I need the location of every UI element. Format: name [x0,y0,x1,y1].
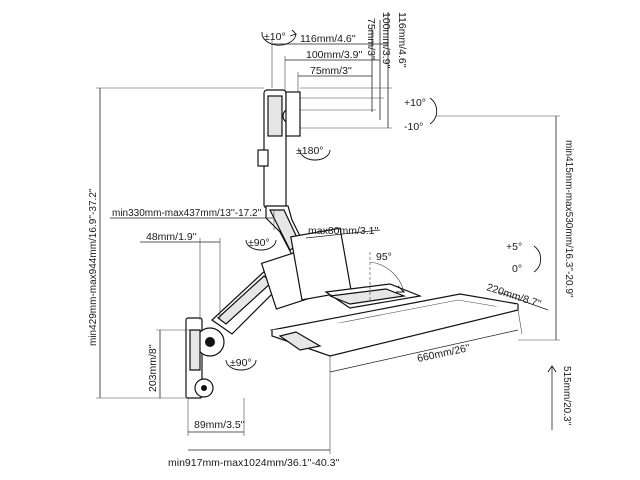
right-height-label: min415mm-max530mm/16.3''-20.9'' [563,140,574,298]
drop-label: 515mm/20.3'' [561,366,572,425]
vesa-v-75-label: 75mm/3'' [365,18,377,60]
vesa-dimension-lines [271,12,392,129]
rotate-90-bottom-icon [225,359,257,371]
total-reach-dimension [188,356,331,454]
monitor-post [257,89,301,209]
keyboard-tilt-arc [533,245,542,273]
keyboard-arm [211,227,352,335]
tray-width-dimension [329,309,523,373]
mount-height-label: 203mm/8'' [147,344,159,392]
depth-48-dimension [140,238,221,320]
right-height-dimension [436,115,560,341]
angle-95-label: 95° [376,251,392,263]
rotate-top-icon [261,29,297,46]
reach-range-label: min330mm-max437mm/13''-17.2'' [112,208,261,219]
mount-depth-dimension [187,398,245,436]
rotate-90-top-icon [245,239,277,251]
tilt-up-label: +10° [404,97,426,109]
vesa-v-100-label: 100mm/3.9'' [380,12,392,69]
mount-depth-label: 89mm/3.5'' [194,419,245,431]
tray-width-label: 660mm/26'' [416,342,471,365]
rot-90-top-label: ±90° [248,237,270,249]
depth-48-label: 48mm/1.9'' [146,231,197,243]
total-reach-label: min917mm-max1024mm/36.1''-40.3'' [168,457,339,469]
kb-tilt-up-label: +5° [506,241,522,253]
drop-dimension [547,365,557,430]
tilt-down-label: -10° [404,121,423,133]
height-dimension [96,87,264,399]
mount-height-dimension [156,329,190,398]
vesa-75-label: 75mm/3'' [310,65,352,77]
rot-90-bottom-label: ±90° [230,357,252,369]
max80-label: max80mm/3.1'' [308,225,379,237]
monitor-tilt-arc [429,97,438,125]
height-range-label: min429mm-max944mm/16.9''-37.2'' [88,188,99,346]
rot-top-label: ±10° [264,31,286,43]
vesa-v-116-label: 116mm/4.6'' [396,12,408,68]
rotate-180-icon [299,149,331,161]
rot-180-label: ±180° [296,145,323,157]
vesa-100-label: 100mm/3.9'' [306,49,363,61]
kb-tilt-zero-label: 0° [512,263,522,275]
tray-depth-dimension [497,291,549,311]
angle-95-marker [369,252,406,300]
vesa-116-label: 116mm/4.6'' [300,33,356,45]
max80-dimension [305,229,381,239]
keyboard-tray [269,283,519,357]
reach-dimension [110,210,275,230]
wall-mount [185,317,225,399]
